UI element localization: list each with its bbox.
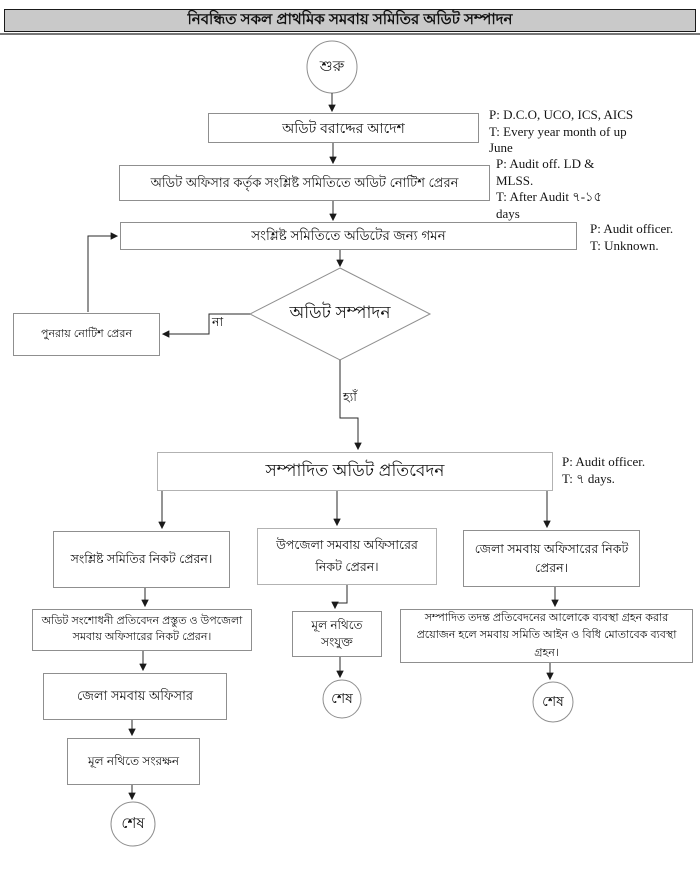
end-terminator-middle-label: শেষ <box>331 690 353 706</box>
node-district-officer: জেলা সমবায় অফিসার <box>43 673 227 720</box>
node-attach-main-file: মূল নথিতে সংযুক্ত <box>292 611 382 657</box>
arrow-decision-no <box>161 313 250 338</box>
end-terminator-left-label: শেষ <box>121 814 145 832</box>
node-archive-main-file: মূল নথিতে সংরক্ষন <box>67 738 200 785</box>
annotation-audit-order: P: D.C.O, UCO, ICS, AICS T: Every year m… <box>489 107 634 156</box>
node-send-society-label: সংশ্লিষ্ট সমিতির নিকট প্রেরন। <box>70 552 213 567</box>
node-send-district-label: জেলা সমবায় অফিসারের নিকট প্রেরন। <box>474 542 629 575</box>
annotation-audit-report: P: Audit officer. T: ৭ days. <box>562 454 646 486</box>
node-audit-order: অডিট বরাদ্দের আদেশ <box>208 113 479 143</box>
node-archive-main-file-label: মূল নথিতে সংরক্ষন <box>87 753 180 768</box>
decision-no-label: না <box>212 315 224 329</box>
node-resend-notice-label: পুনরায় নোটিশ প্রেরন <box>40 327 133 340</box>
node-action-by-law: সম্পাদিত তদন্ত প্রতিবেদনের আলোকে ব্যবস্থ… <box>400 609 693 663</box>
node-send-upazila: উপজেলা সমবায় অফিসারের নিকট প্রেরন। <box>257 528 437 585</box>
node-audit-order-label: অডিট বরাদ্দের আদেশ <box>282 119 405 136</box>
node-go-for-audit: সংশ্লিষ্ট সমিতিতে অডিটের জন্য গমন <box>120 222 577 250</box>
node-send-upazila-label: উপজেলা সমবায় অফিসারের নিকট প্রেরন। <box>276 538 418 574</box>
start-terminator-label: শুরু <box>319 57 345 75</box>
end-terminator-right-label: শেষ <box>542 693 564 709</box>
decision-yes-label: হ্যাঁ <box>343 390 357 404</box>
node-go-for-audit-label: সংশ্লিষ্ট সমিতিতে অডিটের জন্য গমন <box>251 228 446 244</box>
annotation-audit-notice: P: Audit off. LD & MLSS. T: After Audit … <box>496 156 602 221</box>
arrow-resend-feedback <box>87 232 119 312</box>
node-audit-report-label: সম্পাদিত অডিট প্রতিবেদন <box>265 461 445 481</box>
node-send-society: সংশ্লিষ্ট সমিতির নিকট প্রেরন। <box>53 531 230 588</box>
node-audit-report: সম্পাদিত অডিট প্রতিবেদন <box>157 452 553 491</box>
node-send-district: জেলা সমবায় অফিসারের নিকট প্রেরন। <box>463 530 640 587</box>
title-underline <box>0 33 700 35</box>
decision-label: অডিট সম্পাদন <box>289 303 391 322</box>
node-correction-report-label: অডিট সংশোধনী প্রতিবেদন প্রস্তুত ও উপজেলা… <box>41 615 243 643</box>
annotation-go-for-audit: P: Audit officer. T: Unknown. <box>590 221 674 253</box>
arrow-upazila-to-attach <box>331 585 348 610</box>
node-correction-report: অডিট সংশোধনী প্রতিবেদন প্রস্তুত ও উপজেলা… <box>32 609 252 651</box>
node-action-by-law-label: সম্পাদিত তদন্ত প্রতিবেদনের আলোকে ব্যবস্থ… <box>416 611 677 659</box>
node-attach-main-file-label: মূল নথিতে সংযুক্ত <box>311 617 363 649</box>
diagram-title-bar: নিবন্ধিত সকল প্রাথমিক সমবায় সমিতির অডিট… <box>4 9 696 32</box>
node-audit-notice: অডিট অফিসার কর্তৃক সংশ্লিষ্ট সমিতিতে অডি… <box>119 165 490 201</box>
node-resend-notice: পুনরায় নোটিশ প্রেরন <box>13 313 160 356</box>
node-district-officer-label: জেলা সমবায় অফিসার <box>76 688 194 704</box>
diagram-title: নিবন্ধিত সকল প্রাথমিক সমবায় সমিতির অডিট… <box>187 11 513 28</box>
node-audit-notice-label: অডিট অফিসার কর্তৃক সংশ্লিষ্ট সমিতিতে অডি… <box>150 174 459 190</box>
